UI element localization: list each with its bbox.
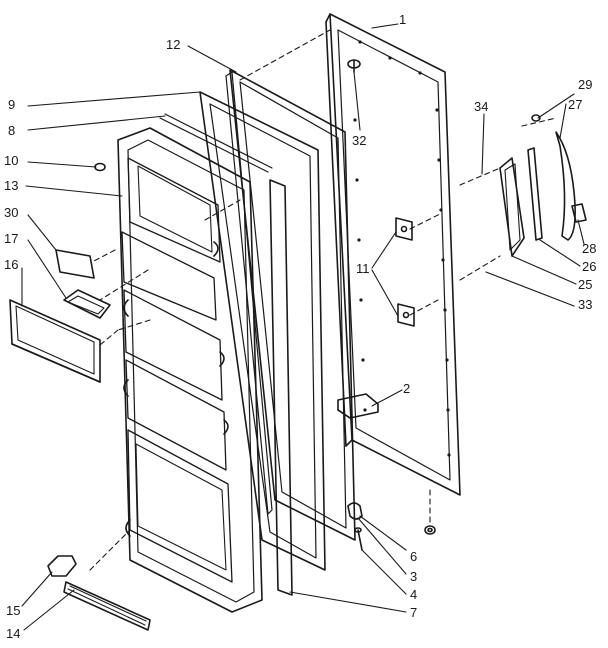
callout-28: 28 <box>582 241 597 256</box>
callout-15: 15 <box>6 603 21 618</box>
callout-27: 27 <box>568 97 583 112</box>
hinge-bracket <box>337 393 379 419</box>
callout-13: 13 <box>4 178 19 193</box>
callout-29: 29 <box>578 77 593 92</box>
toe-grille <box>63 581 151 631</box>
door-gasket <box>225 69 356 541</box>
breaker-frame <box>199 91 326 571</box>
hinge-screw <box>354 527 363 551</box>
callout-10: 10 <box>4 153 19 168</box>
callout-33: 33 <box>578 297 593 312</box>
utility-cup <box>63 289 111 319</box>
callout-9: 9 <box>8 97 16 112</box>
callout-17: 17 <box>4 231 19 246</box>
door-handle <box>499 114 587 257</box>
callout-34: 34 <box>474 99 489 114</box>
callout-1: 1 <box>399 12 407 27</box>
door-liner <box>117 127 263 613</box>
callout-30: 30 <box>4 205 19 220</box>
bracket-lower <box>397 303 415 327</box>
callout-2: 2 <box>403 381 411 396</box>
cover-plate <box>55 249 95 279</box>
callout-16: 16 <box>4 257 19 272</box>
breaker-strip <box>159 113 293 596</box>
callout-32: 32 <box>352 133 367 148</box>
leader-lines <box>21 23 585 631</box>
door-outer-panel <box>325 13 461 496</box>
callout-7: 7 <box>410 605 418 620</box>
top-screw <box>347 59 361 73</box>
bottom-hinge-cover <box>47 555 77 577</box>
callout-12: 12 <box>166 37 181 52</box>
door-outer-panel-holes <box>353 40 451 457</box>
hinge-pin <box>347 502 363 520</box>
callout-4: 4 <box>410 587 418 602</box>
bracket-upper <box>395 217 413 241</box>
callout-8: 8 <box>8 123 16 138</box>
callout-6: 6 <box>410 549 418 564</box>
callout-26: 26 <box>582 259 597 274</box>
callout-11: 11 <box>356 261 370 276</box>
hinge-bushing <box>424 525 436 535</box>
callout-3: 3 <box>410 569 418 584</box>
callout-25: 25 <box>578 277 593 292</box>
door-shelf <box>9 299 101 383</box>
callout-14: 14 <box>6 626 21 641</box>
assembly-lines <box>89 29 557 571</box>
